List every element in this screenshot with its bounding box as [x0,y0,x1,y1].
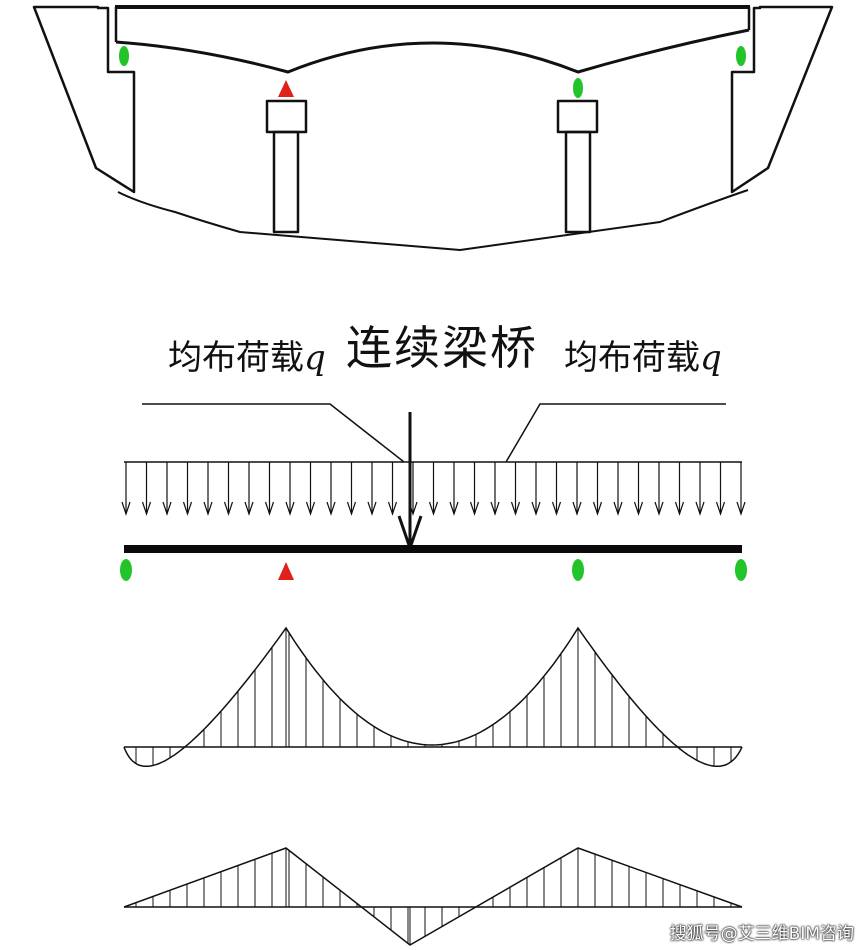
load-arrow-head-icon [531,501,541,516]
left-pier-column [272,130,300,234]
roller-support-icon [736,46,746,66]
right-pier-cap [556,99,599,134]
load-arrow-head-icon [715,501,726,516]
load-symbol-left: q [304,338,326,378]
load-arrow-head-icon [695,501,705,516]
ground-line [117,189,749,251]
load-arrow-head-icon [223,501,234,516]
load-arrow-head-icon [592,501,603,516]
shear-outline [123,847,743,946]
load-arrow-head-icon [121,501,131,516]
load-arrow-head-icon [551,501,562,516]
load-arrow-head-icon [162,501,172,516]
left-pier-cap [265,99,308,134]
moment-curve [123,626,743,768]
diagram-title: 连续梁桥 [346,321,538,375]
deck-soffit [115,28,750,74]
roller-support-icon [735,559,747,581]
shear-force-diagram [123,847,743,946]
load-arrow-head-icon [613,501,623,516]
load-arrow-head-icon [572,501,582,516]
load-label-right: 均布荷载q [564,330,722,379]
distributed-load-arrows [121,462,746,516]
label-leaders [142,403,726,463]
bridge-bearings [119,46,746,98]
roller-support-icon [573,78,583,98]
load-arrow-head-icon [326,501,336,516]
load-arrow-head-icon [490,501,500,516]
bridge-elevation [32,5,834,251]
beam-supports [120,559,747,581]
load-symbol-right: q [700,338,722,378]
load-label-left-text: 均布荷载 [168,338,304,378]
right-abutment [730,5,834,194]
load-label-left: 均布荷载q [168,330,326,379]
leader-left [142,403,405,463]
load-arrow-head-icon [510,501,521,516]
roller-support-icon [119,46,129,66]
load-arrow-head-icon [346,501,357,516]
fixed-support-icon [278,562,294,580]
leader-right [505,403,726,463]
right-pier-column [564,130,592,234]
load-arrow-head-icon [428,501,439,516]
load-arrow-head-icon [367,501,377,516]
bending-moment-diagram [123,626,743,768]
load-arrow-head-icon [264,501,275,516]
load-arrow-head-icon [182,501,193,516]
roller-support-icon [120,559,132,581]
beam [124,545,742,553]
moment-hatching [135,628,732,767]
load-label-right-text: 均布荷载 [564,338,700,378]
load-arrow-head-icon [387,501,398,516]
shear-hatching [135,848,732,945]
left-abutment [32,5,136,194]
load-arrow-head-icon [305,501,316,516]
watermark: 搜狐号@艾三维BIM咨询 [669,924,854,944]
load-arrow-head-icon [736,501,746,516]
load-arrow-head-icon [244,501,254,516]
load-arrow-head-icon [203,501,213,516]
roller-support-icon [572,559,584,581]
load-arrow-head-icon [469,501,480,516]
load-arrow-head-icon [449,501,459,516]
load-arrow-head-icon [633,501,644,516]
concentrated-force [397,412,423,553]
load-arrow-head-icon [654,501,664,516]
load-arrow-head-icon [285,501,295,516]
load-arrow-head-icon [674,501,685,516]
load-arrow-head-icon [141,501,152,516]
fixed-support-icon [278,80,294,97]
